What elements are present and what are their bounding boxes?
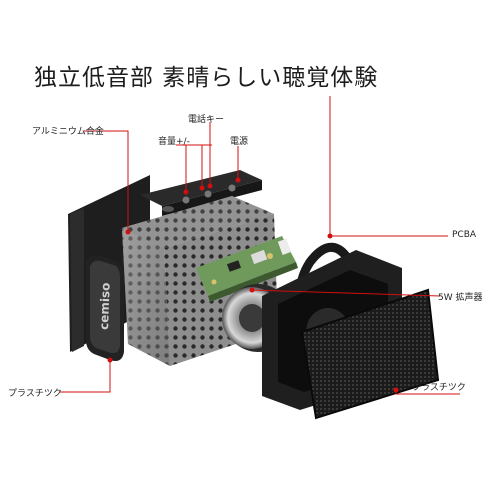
right-plastic-grille [300, 288, 440, 420]
label-power: 電源 [230, 137, 249, 147]
label-plastic-left: プラスチツク [8, 389, 62, 399]
headline: 独立低音部 素晴らしい聴覚体験 [34, 65, 379, 91]
label-aluminum-alloy: アルミニウム合金 [32, 127, 104, 137]
brand-logo: cemiso [97, 282, 113, 330]
left-plastic-end-piece [86, 254, 124, 361]
label-pcba: PCBA [452, 230, 477, 240]
label-volume: 音量+/- [158, 137, 190, 147]
label-plastic-right: プラスチツク [412, 383, 466, 393]
callout-lines [60, 96, 460, 395]
label-speaker: 5W 拡声器 [438, 293, 483, 303]
pcba-board [196, 236, 298, 302]
callout-markers [107, 177, 399, 393]
label-call-key: 電話キー [188, 115, 225, 125]
